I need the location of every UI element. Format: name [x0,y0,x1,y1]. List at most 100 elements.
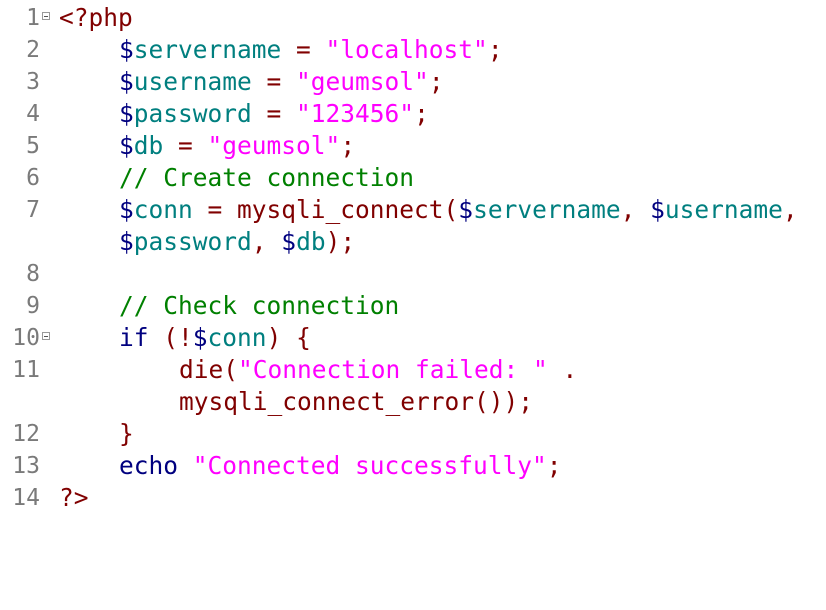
token: , [251,227,282,256]
token: $ [119,131,134,160]
line-code[interactable]: // Create connection [119,162,414,194]
line-code[interactable]: if (!$conn) { [119,322,311,354]
token: ; [546,451,562,480]
line-code[interactable]: echo "Connected successfully"; [119,450,562,482]
token: , [620,195,651,224]
token: $ [119,99,134,128]
token: servername [133,35,282,64]
code-line-14[interactable]: 14 ?> [0,482,88,514]
code-line-3[interactable]: 3 $username = "geumsol"; [0,66,443,98]
line-number: 10 [12,325,40,351]
code-line-8[interactable]: 8 [0,258,59,290]
token: ; [487,35,503,64]
token: $ [119,195,134,224]
line-number: 12 [12,421,40,447]
line-number: 9 [26,293,40,319]
token: "geumsol" [296,67,429,96]
code-editor[interactable]: 1 <?php 2 $servername = "localhost"; 3 $… [0,2,826,519]
line-code[interactable]: <?php [59,2,133,34]
token: die( [179,355,239,384]
token: $ [281,227,297,256]
line-code[interactable]: ?> [59,482,89,514]
code-line-5[interactable]: 5 $db = "geumsol"; [0,130,355,162]
line-code[interactable]: $servername = "localhost"; [119,34,503,66]
token: "localhost" [325,35,488,64]
token: username [664,195,783,224]
token: db [133,131,164,160]
token [178,451,193,480]
token: = [163,131,208,160]
line-number: 14 [12,485,40,511]
token: $ [119,227,134,256]
line-code[interactable]: $password, $db); [119,226,355,258]
line-number: 2 [26,37,40,63]
line-code[interactable]: $db = "geumsol"; [119,130,355,162]
token: ?> [59,483,89,512]
fold-collapse-icon[interactable] [42,332,50,340]
token: $ [119,35,134,64]
line-code[interactable]: die("Connection failed: " . [179,354,577,386]
code-line-7[interactable]: 7 $conn = mysqli_connect($servername, $u… [0,194,798,226]
token: "Connected successfully" [192,451,547,480]
token: ); [325,227,356,256]
code-line-7-wrap[interactable]: $password, $db); [0,226,355,258]
code-line-11[interactable]: 11 die("Connection failed: " . [0,354,577,386]
token: ; [428,67,444,96]
token: "123456" [296,99,415,128]
token: . [547,355,578,384]
line-number: 8 [26,261,40,287]
token: servername [473,195,621,224]
token: echo [119,451,179,480]
token: ) { [266,323,311,352]
token: conn [133,195,193,224]
line-number: 11 [12,357,40,383]
token: $ [650,195,665,224]
code-line-2[interactable]: 2 $servername = "localhost"; [0,34,502,66]
code-line-12[interactable]: 12 } [0,418,133,450]
token: password [133,227,252,256]
code-line-13[interactable]: 13 echo "Connected successfully"; [0,450,561,482]
line-code[interactable]: $conn = mysqli_connect($servername, $use… [119,194,798,226]
code-line-9[interactable]: 9 // Check connection [0,290,399,322]
token: = [251,67,297,96]
token: $ [192,323,208,352]
code-line-1[interactable]: 1 <?php [0,2,133,34]
comment-token: // Create connection [119,163,415,192]
code-line-4[interactable]: 4 $password = "123456"; [0,98,429,130]
line-number: 5 [26,133,40,159]
token: <?php [59,3,133,32]
token: username [133,67,252,96]
line-number: 6 [26,165,40,191]
token: mysqli_connect_error()); [179,387,534,416]
line-number: 4 [26,101,40,127]
token: $ [119,67,134,96]
token: "Connection failed: " [238,355,548,384]
token: } [119,419,134,448]
line-number: 1 [26,5,40,31]
line-code[interactable]: $password = "123456"; [119,98,429,130]
line-code[interactable]: $username = "geumsol"; [119,66,444,98]
token: , [782,195,798,224]
code-line-6[interactable]: 6 // Create connection [0,162,414,194]
code-line-11-wrap[interactable]: mysqli_connect_error()); [0,386,533,418]
token: ; [414,99,429,128]
code-line-10[interactable]: 10 if (!$conn) { [0,322,311,354]
token: = [251,99,297,128]
fold-collapse-icon[interactable] [42,12,50,20]
line-number: 3 [26,69,40,95]
line-code[interactable]: // Check connection [119,290,399,322]
token: (! [148,323,193,352]
token: conn [207,323,267,352]
token: $ [458,195,474,224]
line-code[interactable]: } [119,418,134,450]
token: db [296,227,326,256]
token: if [119,323,149,352]
line-number: 7 [26,197,40,223]
token: ; [340,131,356,160]
line-number: 13 [12,453,40,479]
token: = [281,35,326,64]
token: = mysqli_connect( [192,195,459,224]
token: "geumsol" [207,131,341,160]
line-code[interactable]: mysqli_connect_error()); [179,386,533,418]
token: password [133,99,252,128]
